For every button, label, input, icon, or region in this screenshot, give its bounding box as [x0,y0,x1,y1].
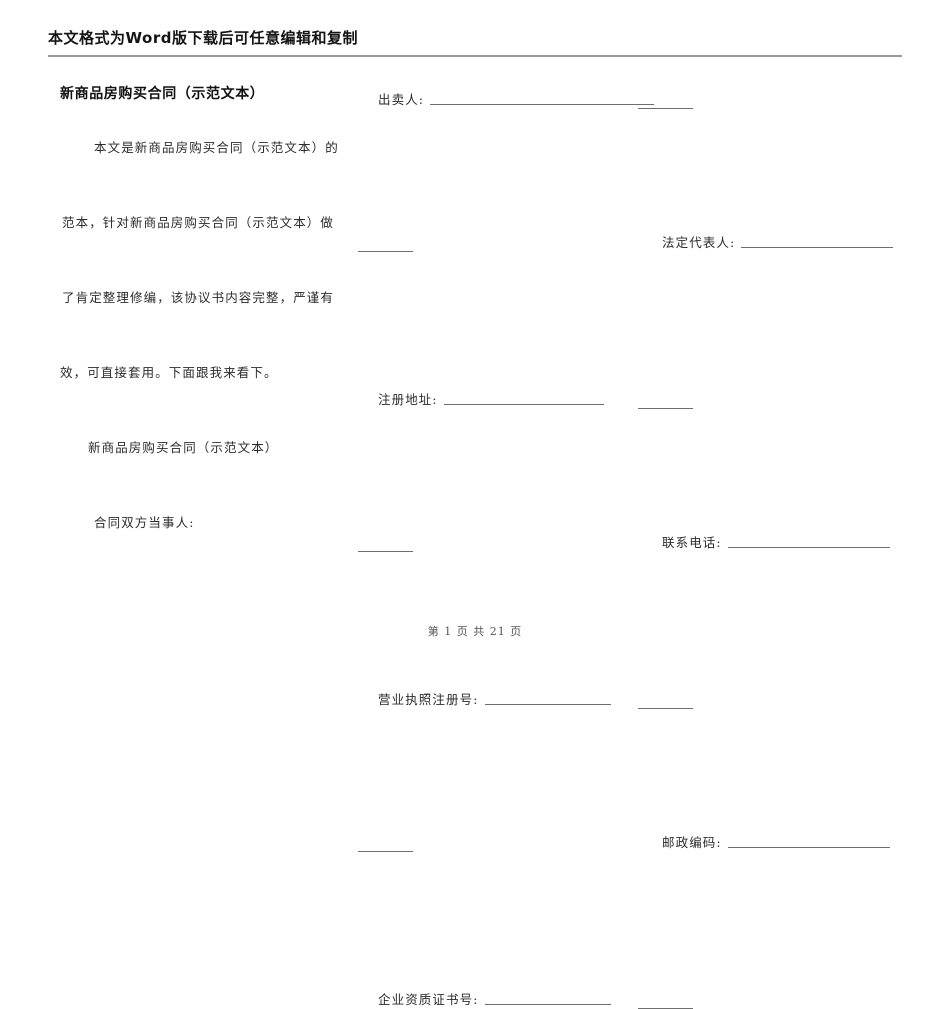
form-row: 注册地址: [350,232,950,409]
form-row: 法定代表人: [350,157,950,252]
field-postal-code[interactable]: 邮政编码: [662,835,890,851]
paragraph-line-2: 范本，针对新商品房购买合同（示范文本）做 [62,215,335,230]
field-contact-phone[interactable]: 联系电话: [662,535,890,551]
field-registered-address[interactable]: 注册地址: [378,392,604,408]
field-label: 法定代表人: [662,235,736,250]
form-fields-column: 出卖人: 法定代表人: 注册地址: 联系电话: [350,82,950,1009]
field-seller[interactable]: 出卖人: [378,92,655,108]
field-continuation-rule[interactable] [638,408,693,409]
field-label: 营业执照注册号: [378,692,479,707]
header-notice-text: 本文格式为Word版下载后可任意编辑和复制 [48,29,358,47]
form-row: 邮政编码: [350,457,950,852]
field-enterprise-qualification-number[interactable]: 企业资质证书号: [378,992,611,1008]
field-input-rule[interactable] [443,404,604,405]
field-label: 联系电话: [662,535,722,550]
form-row: 企业资质证书号: [350,532,950,1009]
field-continuation-rule[interactable] [638,708,693,709]
paragraph-line-1: 本文是新商品房购买合同（示范文本）的 [94,140,339,155]
field-legal-representative[interactable]: 法定代表人: [662,235,894,251]
field-input-rule[interactable] [430,104,655,105]
document-page: 本文格式为Word版下载后可任意编辑和复制 新商品房购买合同（示范文本） 本文是… [0,28,950,1009]
field-continuation-rule[interactable] [358,851,413,852]
field-continuation-rule[interactable] [358,251,413,252]
field-label: 企业资质证书号: [378,992,479,1007]
form-row: 营业执照注册号: [350,382,950,709]
field-input-rule[interactable] [484,1004,611,1005]
paragraph-line-6: 合同双方当事人: [94,515,195,530]
field-input-rule[interactable] [741,247,894,248]
form-row: 联系电话: [350,307,950,552]
document-header: 本文格式为Word版下载后可任意编辑和复制 [48,28,902,48]
page-title: 新商品房购买合同（示范文本） [60,86,265,102]
left-column: 新商品房购买合同（示范文本） 本文是新商品房购买合同（示范文本）的 范本，针对新… [48,82,348,588]
field-input-rule[interactable] [727,847,890,848]
document-footer: 第 1 页 共 21 页 [0,620,950,639]
field-input-rule[interactable] [484,704,611,705]
field-label: 注册地址: [378,392,438,407]
paragraph-line-3: 了肯定整理修编，该协议书内容完整，严谨有 [62,290,335,305]
paragraph-line-5: 新商品房购买合同（示范文本） [88,440,279,455]
paragraph-line-4: 效，可直接套用。下面跟我来看下。 [60,365,278,380]
field-business-license-number[interactable]: 营业执照注册号: [378,692,611,708]
form-row: 出卖人: [350,82,950,157]
page-number-label: 第 1 页 共 21 页 [427,625,523,638]
field-continuation-rule[interactable] [638,108,693,109]
field-label: 出卖人: [378,92,425,107]
field-continuation-rule[interactable] [358,551,413,552]
header-divider [48,55,902,57]
field-label: 邮政编码: [662,835,722,850]
field-input-rule[interactable] [727,547,890,548]
